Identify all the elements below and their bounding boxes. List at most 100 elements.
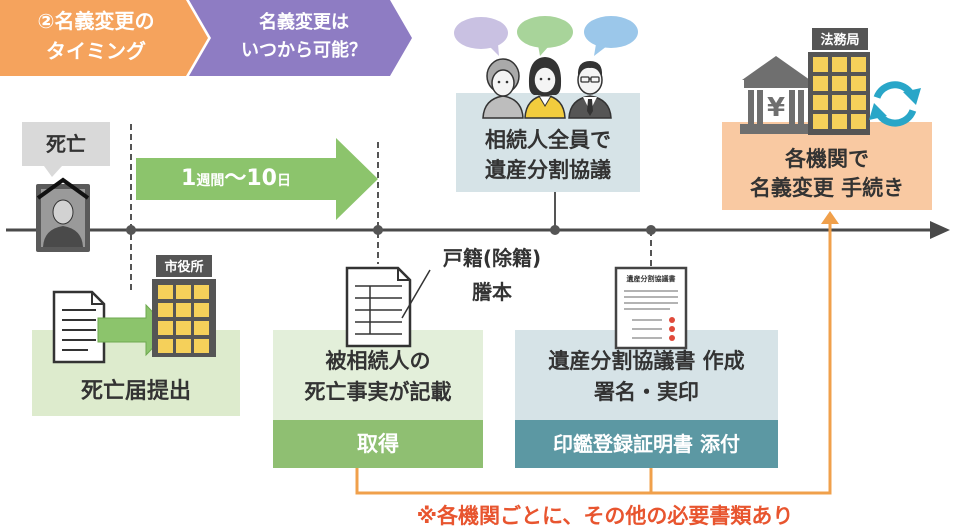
bank-column <box>789 90 795 124</box>
speech-bubble-green-tail <box>538 45 549 56</box>
duration-start-unit: 週間 <box>196 173 225 189</box>
header-step-title-line-2: タイミング <box>46 39 146 63</box>
header-step-title-line-1: ②名義変更の <box>37 9 155 33</box>
duration-end-unit: 日 <box>276 173 291 189</box>
city-hall-window <box>176 321 191 335</box>
division-agreement-description: 遺産分割協議書 作成 署名・実印 <box>515 346 778 408</box>
legal-bureau-window <box>813 114 828 129</box>
bank-column <box>748 90 754 124</box>
header-question-line-2: いつから可能？ <box>241 40 367 61</box>
woman-collar <box>538 95 552 107</box>
bank-icon: ¥ <box>740 56 812 134</box>
woman-eye <box>547 77 551 81</box>
timeline-point-council <box>550 225 560 235</box>
register-page-fold <box>397 268 410 281</box>
attachment-label: 印鑑登録証明書 添付 <box>553 432 740 456</box>
duration-arrow <box>136 138 378 220</box>
legal-bureau-window <box>813 95 828 110</box>
man-hair <box>577 61 603 76</box>
city-hall-window <box>194 285 209 299</box>
legal-bureau-sign-text: 法務局 <box>820 32 859 48</box>
elder-woman-eye <box>505 80 509 84</box>
refresh-arc-bottom <box>875 109 917 127</box>
legal-bureau-building-icon: 法務局 <box>808 28 870 135</box>
legal-bureau-window <box>813 57 828 72</box>
footnote: ※各機関ごとに、その他の必要書類あり <box>416 504 794 528</box>
legal-bureau-window <box>832 95 847 110</box>
memorial-portrait-icon <box>36 177 90 252</box>
division-agreement-line-2: 署名・実印 <box>594 380 699 404</box>
city-hall-window <box>194 303 209 317</box>
city-hall-window <box>158 285 173 299</box>
refresh-arrowhead-top <box>903 88 921 105</box>
bank-column <box>757 90 763 124</box>
city-hall-window <box>158 339 173 353</box>
city-hall-window <box>176 303 191 317</box>
header-question: 名義変更は いつから可能？ <box>204 9 404 65</box>
name-change-label: 各機関で 名義変更 手続き <box>722 145 932 203</box>
elder-woman-face <box>491 69 515 97</box>
death-notice-label: 死亡届提出 <box>80 379 191 404</box>
agreement-seal-stamp <box>669 326 675 332</box>
legal-bureau-window <box>832 76 847 91</box>
family-register-document-line-2: 謄本 <box>472 280 512 304</box>
header-question-line-1: 名義変更は <box>259 12 349 33</box>
family-register-document-label: 戸籍(除籍) 謄本 <box>430 241 554 309</box>
portrait-face <box>52 199 74 225</box>
name-change-box <box>722 122 932 210</box>
death-label-tail <box>44 166 62 177</box>
legal-bureau-window <box>851 95 866 110</box>
city-hall-window <box>158 303 173 317</box>
timeline-arrowhead <box>930 221 950 239</box>
speech-bubble-blue-tail <box>594 44 607 56</box>
legal-bureau-window <box>832 57 847 72</box>
agreement-page <box>614 266 688 350</box>
duration-end-number: 10 <box>246 166 277 191</box>
acquire-label: 取得 <box>357 432 399 456</box>
city-hall-sign-text: 市役所 <box>164 259 203 275</box>
family-register-description-line-2: 死亡事実が記載 <box>304 380 452 404</box>
city-hall-window <box>194 321 209 335</box>
notice-page-fold <box>91 292 104 305</box>
acquire-box <box>273 420 483 468</box>
bank-column <box>798 90 804 124</box>
city-hall-window <box>158 321 173 335</box>
attachment-box <box>515 420 778 468</box>
speech-bubble-lavender-tail <box>488 44 499 56</box>
division-agreement-line-1: 遺産分割協議書 作成 <box>548 349 745 373</box>
speech-bubble-green <box>517 16 573 48</box>
city-hall-window <box>194 339 209 353</box>
legal-bureau-sign <box>812 28 868 50</box>
man-tie <box>587 99 593 116</box>
bank-beam <box>744 80 808 88</box>
legal-bureau-window <box>851 76 866 91</box>
refresh-arc-top <box>873 81 915 99</box>
heirs-council-label: 相続人全員で 遺産分割協議 <box>456 125 640 185</box>
duration-separator: 〜 <box>224 166 247 191</box>
legal-bureau-window <box>851 114 866 129</box>
portrait-ribbon <box>36 177 90 200</box>
timeline-point-death <box>126 225 136 235</box>
speech-bubble-blue <box>584 16 638 48</box>
family-register-document-line-1: 戸籍(除籍) <box>442 246 542 270</box>
name-change-line-1: 各機関で <box>785 147 869 171</box>
legal-bureau-window <box>832 114 847 129</box>
duration-label: 1週間〜10日 <box>136 158 336 200</box>
timeline-point-deadline <box>373 225 383 235</box>
death-label: 死亡 <box>46 132 86 156</box>
name-change-line-2: 名義変更 手続き <box>749 176 905 200</box>
agreement-seal-stamp <box>669 317 675 323</box>
heirs-council-line-1: 相続人全員で <box>485 128 611 152</box>
city-hall-building-icon: 市役所 <box>152 255 216 357</box>
bank-base <box>740 124 812 134</box>
family-register-description-line-1: 被相続人の <box>325 349 431 373</box>
header-step-title: ②名義変更の タイミング <box>0 6 192 66</box>
city-hall-window <box>176 285 191 299</box>
bank-yen-symbol: ¥ <box>767 93 785 123</box>
refresh-icon <box>869 81 921 127</box>
agreement-page-title: 遺産分割協議書 <box>626 274 676 283</box>
documents-connector <box>355 222 832 495</box>
bank-roof <box>742 56 810 80</box>
header-step-banner <box>0 0 208 76</box>
